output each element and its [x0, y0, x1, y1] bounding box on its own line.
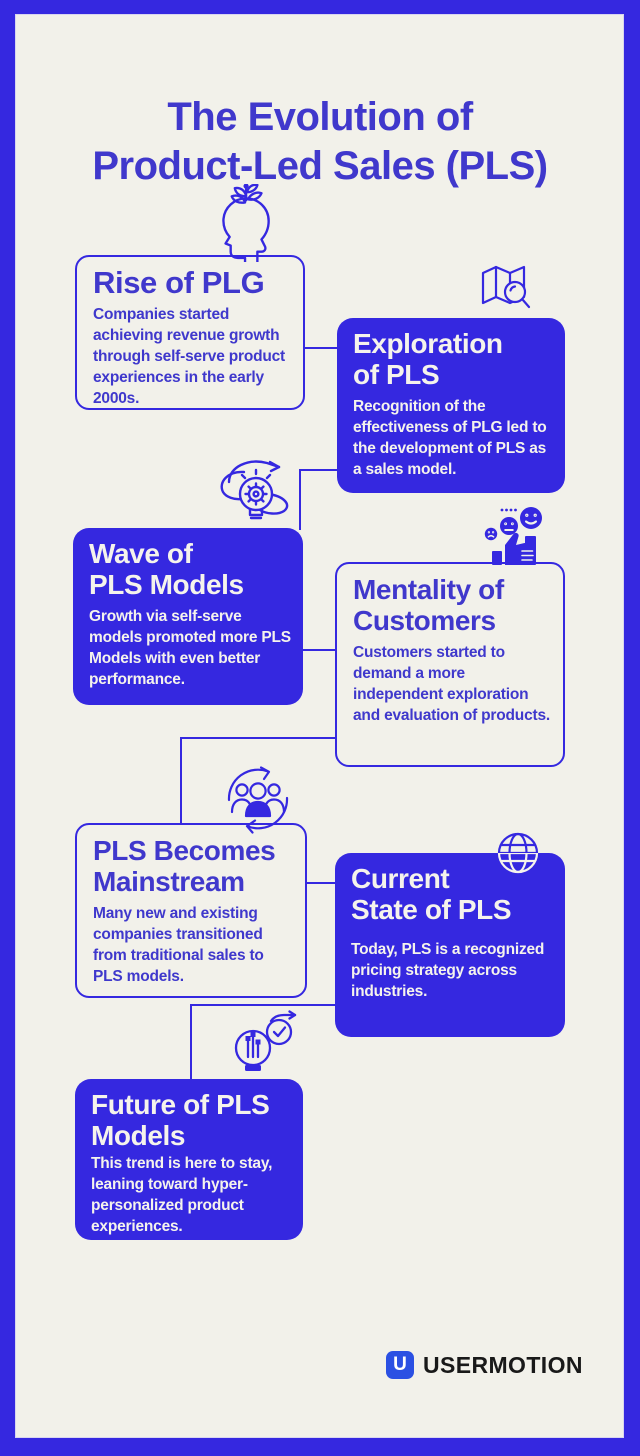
connector-line	[303, 649, 335, 651]
head-plant-icon	[210, 184, 276, 262]
connector-line	[299, 469, 301, 530]
timeline-box-mentality-of-customers: Mentality of Customers Customers started…	[335, 562, 565, 767]
box-body: Companies started achieving revenue grow…	[93, 306, 286, 407]
box-title-line: Customers	[353, 605, 496, 636]
box-body: Growth via self-serve models promoted mo…	[89, 608, 291, 688]
timeline-box-rise-of-plg: Rise of PLG Companies started achieving …	[75, 255, 305, 410]
box-title-line: Current	[351, 863, 450, 894]
timeline-box-wave-of-pls-models: Wave of PLS Models Growth via self-serve…	[73, 528, 303, 705]
box-title-line: Wave of	[89, 538, 193, 569]
connector-line	[190, 1004, 337, 1006]
bulb-gear-arrow-icon	[216, 452, 294, 530]
box-title-line: Exploration	[353, 328, 503, 359]
brand-name: USERMOTION	[423, 1351, 583, 1378]
connector-line	[180, 737, 182, 825]
feedback-faces-icon	[482, 505, 546, 567]
brand-logo: U USERMOTION	[386, 1350, 583, 1380]
box-title: Exploration of PLS	[353, 328, 553, 390]
brand-mark-icon: U	[386, 1351, 414, 1379]
connector-line	[180, 737, 337, 739]
box-title: PLS Becomes Mainstream	[93, 835, 293, 897]
box-body: Recognition of the effectiveness of PLG …	[353, 398, 547, 478]
box-body: Many new and existing companies transiti…	[93, 905, 264, 985]
connector-line	[305, 347, 337, 349]
people-cycle-icon	[221, 762, 295, 836]
box-title-line: Models	[91, 1120, 186, 1151]
map-search-icon	[479, 261, 531, 319]
globe-icon	[495, 830, 541, 876]
box-title: Mentality of Customers	[353, 574, 551, 636]
box-title-line: of PLS	[353, 359, 440, 390]
future-bulb-clock-icon	[226, 1010, 302, 1082]
timeline-box-future-of-pls-models: Future of PLS Models This trend is here …	[75, 1079, 303, 1240]
box-title: Wave of PLS Models	[89, 538, 291, 600]
box-title-line: Rise of PLG	[93, 265, 265, 300]
page-title-line-1: The Evolution of	[167, 94, 473, 139]
box-body: This trend is here to stay, leaning towa…	[91, 1155, 273, 1235]
box-title-line: Future of PLS	[91, 1089, 270, 1120]
box-title-line: Mainstream	[93, 866, 245, 897]
connector-line	[190, 1004, 192, 1081]
brand-letter: U	[393, 1354, 407, 1375]
box-title-line: Mentality of	[353, 574, 504, 605]
connector-line	[307, 882, 335, 884]
box-title-line: State of PLS	[351, 894, 512, 925]
page-title-line-2: Product-Led Sales (PLS)	[92, 143, 548, 188]
box-title: Rise of PLG	[93, 267, 291, 298]
box-body: Today, PLS is a recognized pricing strat…	[351, 941, 545, 1000]
timeline-box-pls-becomes-mainstream: PLS Becomes Mainstream Many new and exis…	[75, 823, 307, 998]
connector-line	[299, 469, 337, 471]
page-title: The Evolution of Product-Led Sales (PLS)	[40, 93, 600, 191]
timeline-box-exploration-of-pls: Exploration of PLS Recognition of the ef…	[337, 318, 565, 493]
box-title-line: PLS Becomes	[93, 835, 276, 866]
box-title: Future of PLS Models	[91, 1089, 291, 1151]
box-title: Current State of PLS	[351, 863, 553, 925]
box-body: Customers started to demand a more indep…	[353, 644, 550, 724]
box-title-line: PLS Models	[89, 569, 244, 600]
timeline-box-current-state-of-pls: Current State of PLS Today, PLS is a rec…	[335, 853, 565, 1037]
